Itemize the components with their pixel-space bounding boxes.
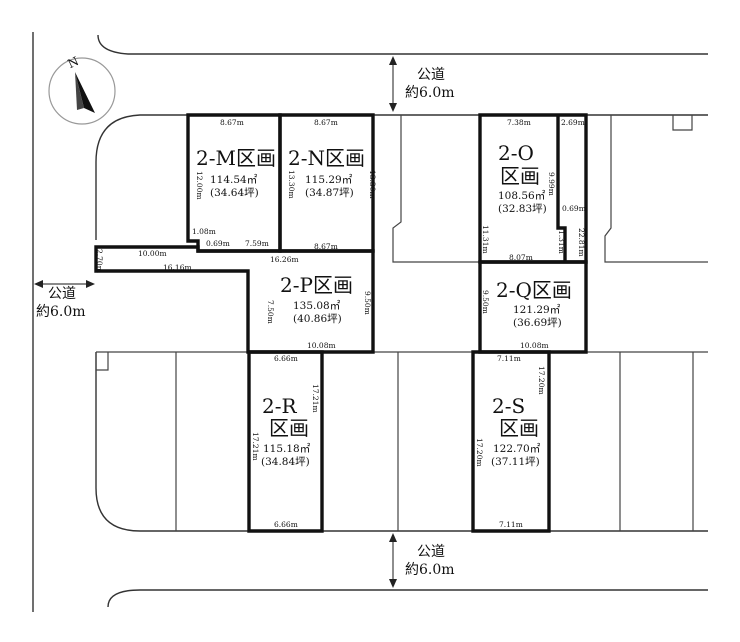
dim-s-bottom: 7.11m: [499, 520, 523, 529]
dim-m-top: 8.67m: [220, 118, 244, 127]
lot-r-tsubo: (34.84坪): [261, 455, 310, 468]
dim-m-bottom-b: 0.69m: [206, 239, 230, 248]
lot-r-outline: [247, 350, 324, 533]
lot-m-tsubo: (34.64坪): [210, 186, 259, 199]
dim-r-bottom: 6.66m: [274, 520, 298, 529]
lot-p-outline: [94, 245, 375, 354]
dimension-labels: 8.67m 12.00m 1.08m 0.69m 7.59m 8.67m 13.…: [95, 118, 586, 529]
lot-s-outline: [471, 350, 551, 533]
top-road-label-1: 公道: [417, 67, 445, 83]
dim-o-notch: 0.69m: [562, 204, 586, 213]
dim-n-left: 13.30m: [287, 170, 296, 199]
lot-n-tsubo: (34.87坪): [305, 186, 354, 199]
lot-s-name: 2-S: [492, 394, 525, 418]
dim-q-left: 9.50m: [481, 290, 490, 314]
dim-p-left: 7.50m: [266, 300, 275, 324]
dim-n-right: 13.30m: [368, 170, 377, 199]
lot-q-name: 2-Q区画: [496, 278, 572, 302]
dim-s-right: 17.20m: [537, 366, 546, 395]
road-lines: [32, 32, 708, 612]
lot-o-outline: [478, 113, 588, 264]
dim-drive-bottom: 16.16m: [163, 263, 192, 272]
bottom-road-label-1: 公道: [417, 544, 445, 560]
lot-p-area: 135.08㎡: [293, 300, 341, 312]
lot-o-area: 108.56㎡: [498, 190, 546, 202]
lot-m-name: 2-M区画: [196, 146, 276, 170]
dim-o-left: 11.31m: [481, 225, 490, 254]
lot-m-area: 114.54㎡: [210, 174, 258, 186]
dim-n-bottom: 8.67m: [314, 242, 338, 251]
dim-drive-top: 10.00m: [138, 249, 167, 258]
lot-s-name2: 区画: [499, 416, 539, 440]
lot-r-name2: 区画: [269, 416, 309, 440]
dim-o-far-right: 22.81m: [577, 228, 586, 257]
left-road-label-1: 公道: [48, 286, 76, 302]
lot-o-tsubo: (32.83坪): [498, 202, 547, 215]
dim-m-left: 12.00m: [195, 171, 204, 200]
lot-q-tsubo: (36.69坪): [513, 316, 562, 329]
top-road-label-2: 約6.0m: [405, 85, 455, 101]
lot-r-name: 2-R: [262, 394, 297, 418]
dim-r-top: 6.66m: [274, 354, 298, 363]
north-compass: N: [48, 54, 116, 125]
dim-m-bottom-a: 1.08m: [192, 227, 216, 236]
dim-p-bottom: 10.08m: [307, 341, 336, 350]
lot-q-outline: [478, 260, 588, 354]
dim-drive-width: 2.70m: [95, 249, 104, 273]
road-width-arrows: [34, 56, 397, 588]
dim-o-notch-v: 1.31m: [557, 230, 566, 254]
lot-s-tsubo: (37.11坪): [491, 455, 540, 468]
dim-o-top-right: 2.69m: [561, 118, 585, 127]
dim-q-bottom: 10.08m: [520, 341, 549, 350]
dim-r-left: 17.21m: [251, 432, 260, 461]
dim-r-right: 17.21m: [311, 384, 320, 413]
bottom-road-label-2: 約6.0m: [405, 562, 455, 578]
dim-s-top: 7.11m: [497, 354, 521, 363]
lot-s-area: 122.70㎡: [493, 443, 541, 455]
dim-s-left: 17.20m: [475, 438, 484, 467]
lot-o-name: 2-O: [498, 141, 534, 165]
lot-boundaries: [94, 113, 588, 533]
lot-o-name2: 区画: [500, 164, 540, 188]
lot-o-notch: [556, 115, 567, 262]
dim-n-top: 8.67m: [314, 118, 338, 127]
left-road-label-2: 約6.0m: [36, 304, 86, 320]
lot-n-area: 115.29㎡: [305, 174, 353, 186]
dim-p-top: 16.26m: [270, 255, 299, 264]
dim-o-top: 7.38m: [507, 118, 531, 127]
dim-m-bottom-c: 7.59m: [245, 239, 269, 248]
dim-p-right: 9.50m: [363, 291, 372, 315]
lot-p-tsubo: (40.86坪): [293, 312, 342, 325]
dim-o-bottom: 8.07m: [509, 253, 533, 262]
lot-q-area: 121.29㎡: [513, 304, 561, 316]
lot-p-name: 2-P区画: [280, 273, 353, 297]
dim-o-right: 9.99m: [547, 172, 556, 196]
lot-n-name: 2-N区画: [288, 146, 365, 170]
lot-r-area: 115.18㎡: [263, 443, 311, 455]
